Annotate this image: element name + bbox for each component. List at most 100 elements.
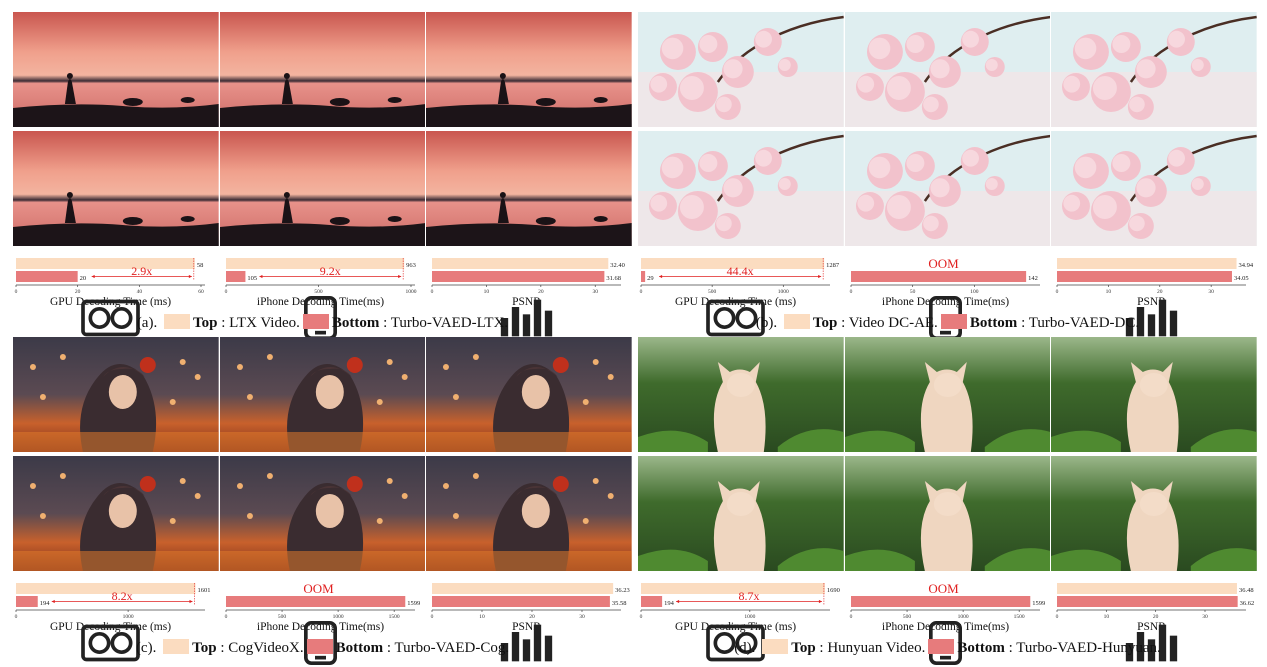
top-bar: [16, 583, 196, 594]
tick-label: 1000: [406, 289, 417, 295]
value-label: 105: [247, 275, 257, 282]
axis-label: PSNR: [1054, 296, 1249, 337]
video-frame: [1051, 337, 1258, 452]
bottom-legend-swatch: [940, 314, 967, 329]
panel-caption: (a). Top : LTX Video.Bottom : Turbo-VAED…: [13, 314, 632, 332]
bottom-bar: [432, 271, 605, 282]
caption-top-model: : Video DC-AE.: [837, 315, 938, 331]
frame-grid: [638, 12, 1258, 247]
top-bar: [641, 583, 825, 594]
axis-label: iPhone Decoding Time(ms): [223, 296, 418, 340]
value-label: 194: [664, 600, 675, 607]
top-legend-swatch: [163, 314, 190, 329]
bottom-frame-row: [13, 456, 633, 571]
bottom-legend-swatch: [302, 314, 329, 329]
tick-label: 1000: [744, 614, 755, 620]
tick-label: 0: [15, 289, 18, 295]
top-bar: [432, 583, 614, 594]
bottom-bar: [641, 596, 663, 607]
tick-label: 0: [640, 614, 643, 620]
axis-label: iPhone Decoding Time(ms): [848, 621, 1043, 665]
tick-label: 0: [1056, 289, 1059, 295]
tick-label: 1000: [333, 614, 344, 620]
top-bar: [1057, 583, 1237, 594]
video-frame: [1051, 131, 1258, 246]
bottom-bar: [1057, 271, 1232, 282]
speedup-label: 44.4x: [727, 264, 754, 278]
chart-icon: [500, 299, 553, 337]
tick-label: 1000: [778, 289, 789, 295]
video-frame: [219, 456, 427, 571]
arrowhead: [818, 599, 822, 604]
value-label: 1601: [198, 587, 211, 594]
oom-label: OOM: [928, 581, 959, 596]
panel-caption: (d). Top : Hunyuan Video.Bottom : Turbo-…: [638, 639, 1257, 657]
axis-label-text: iPhone Decoding Time(ms): [256, 621, 385, 633]
bottom-bar: [16, 271, 78, 282]
caption-top-model: : Hunyuan Video.: [815, 640, 926, 656]
arrowhead: [659, 274, 663, 279]
video-frame: [638, 131, 845, 246]
bottom-frame-row: [13, 131, 633, 246]
value-label: 1599: [407, 600, 420, 607]
tick-label: 1000: [958, 614, 969, 620]
arrowhead: [189, 599, 193, 604]
arrowhead: [188, 274, 192, 279]
tick-label: 30: [1208, 289, 1214, 295]
caption-bottom-model: : Turbo-VAED-LTX.: [379, 315, 509, 331]
speedup-label: 2.9x: [131, 264, 152, 278]
video-frame: [844, 337, 1052, 452]
bottom-bar: [851, 596, 1031, 607]
top-bar: [1057, 258, 1237, 269]
value-label: 36.23: [615, 587, 630, 594]
tick-label: 20: [1153, 614, 1159, 620]
gpu-icon: [81, 624, 140, 662]
axis-label-text: PSNR: [1137, 296, 1166, 308]
caption-prefix: (a).: [136, 315, 158, 331]
video-frame: [426, 12, 633, 127]
axis-label-text: iPhone Decoding Time(ms): [881, 621, 1010, 633]
caption-prefix: (b).: [755, 315, 778, 331]
speedup-label: 9.2x: [320, 264, 341, 278]
value-label: 34.05: [1234, 275, 1249, 282]
tick-label: 1000: [123, 614, 134, 620]
value-label: 1287: [826, 262, 840, 269]
value-label: 32.40: [610, 262, 625, 269]
caption-bottom-label: Bottom: [969, 315, 1018, 331]
video-frame: [426, 456, 633, 571]
value-label: 1599: [1032, 600, 1045, 607]
value-label: 194: [40, 600, 51, 607]
tick-label: 10: [1104, 614, 1110, 620]
axis-label: PSNR: [429, 296, 624, 337]
value-label: 20: [80, 275, 87, 282]
tick-label: 60: [198, 289, 204, 295]
arrowhead: [259, 274, 263, 279]
top-frame-row: [638, 12, 1258, 127]
chart-icon: [1125, 299, 1178, 337]
tick-label: 1500: [389, 614, 400, 620]
bottom-frame-row: [638, 131, 1258, 246]
bottom-legend-swatch: [306, 639, 333, 654]
caption-top-label: Top: [791, 640, 816, 656]
arrowhead: [51, 599, 55, 604]
axis-label: GPU Decoding Time (ms): [13, 296, 208, 337]
top-bar: [641, 258, 825, 269]
value-label: 963: [406, 262, 416, 269]
